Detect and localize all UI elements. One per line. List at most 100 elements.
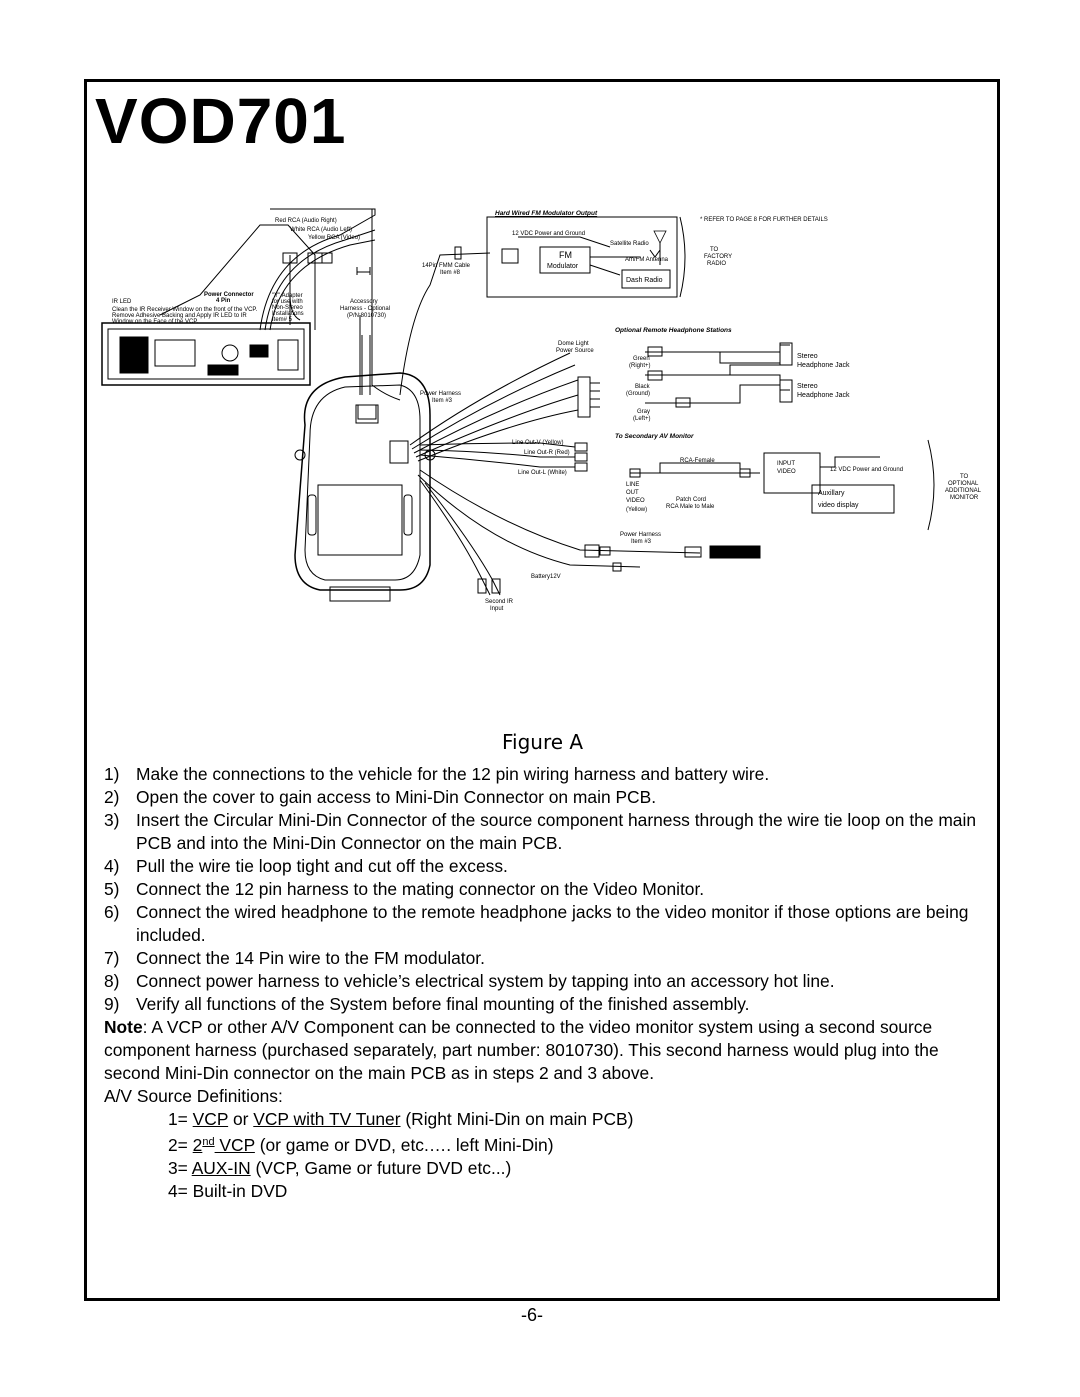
step-number: 4)	[104, 856, 120, 876]
y-adapter-label: "Y" Adapter	[272, 293, 303, 299]
definition-prefix: 2=	[168, 1135, 193, 1155]
step-item: 8)Connect power harness to vehicle’s ele…	[104, 970, 994, 993]
definition-2: 2= 2nd VCP (or game or DVD, etc.…. left …	[104, 1131, 994, 1157]
fmm-cable-item: Item #8	[440, 270, 461, 276]
wiring-diagram: Red RCA (Audio Right) White RCA (Audio L…	[100, 195, 1000, 625]
ir-note-2: Remove Adhesive Backing and Apply IR LED…	[112, 313, 247, 319]
headphone-jack-label-1: Headphone Jack	[797, 362, 850, 369]
fmm-cable-connector	[454, 246, 462, 260]
fmm-cable-label: 14Pin FMM Cable	[422, 263, 471, 269]
gray-left-1: Gray	[637, 409, 650, 415]
page-title: VOD701	[95, 85, 347, 157]
dome-light-2: Power Source	[556, 348, 594, 354]
to-factory-3: RADIO	[707, 261, 726, 267]
accessory-harness-label-2: Harness - Optional	[340, 306, 390, 312]
note-text: : A VCP or other A/V Component can be co…	[104, 1017, 939, 1083]
step-number: 7)	[104, 948, 120, 968]
fm-modulator-label-2: Modulator	[547, 263, 579, 270]
note-paragraph: Note: A VCP or other A/V Component can b…	[104, 1016, 994, 1085]
step-number: 8)	[104, 971, 120, 991]
step-number: 1)	[104, 764, 120, 784]
battery-wiring	[417, 469, 761, 596]
power-harness-label-2: Power Harness	[620, 532, 661, 538]
to-optional-3: ADDITIONAL	[945, 488, 982, 494]
accessory-harness-label: Accessory	[350, 299, 378, 305]
to-factory-2: FACTORY	[704, 254, 732, 260]
battery-label: Battery12V	[531, 574, 561, 580]
video-monitor	[294, 372, 436, 602]
to-factory-1: TO	[710, 247, 719, 253]
step-item: 2)Open the cover to gain access to Mini-…	[104, 786, 994, 809]
refer-note: * REFER TO PAGE 8 FOR FURTHER DETAILS	[700, 217, 828, 223]
yellow-rca-label: Yellow RCA (Video)	[308, 235, 360, 241]
step-item: 1) Make the connections to the vehicle fo…	[104, 763, 994, 786]
black-ground-1: Black	[635, 384, 651, 390]
second-ir-1: Second IR	[485, 599, 514, 605]
line-out-yellow-label: Line Out-V (Yellow)	[512, 440, 563, 446]
auxiliary-label: Auxillary	[818, 490, 845, 497]
patch-cord-1: Patch Cord	[676, 497, 706, 503]
step-text: Connect the 12 pin harness to the mating…	[136, 879, 705, 899]
headphone-wiring	[645, 342, 793, 408]
line-out-label-2: OUT	[626, 490, 639, 496]
definition-term: VCP	[214, 1135, 255, 1155]
input-video-1: INPUT	[777, 461, 795, 467]
satellite-radio-label: Satellite Radio	[610, 241, 649, 247]
definition-term: VCP with TV Tuner	[253, 1109, 401, 1129]
instructions: 1) Make the connections to the vehicle fo…	[104, 763, 994, 1203]
power-harness-wires	[409, 352, 600, 462]
definition-text: (or game or DVD, etc.…. left Mini-Din)	[254, 1135, 554, 1155]
step-item: 6) Connect the wired headphone to the rem…	[104, 901, 994, 947]
step-text: Insert the Circular Mini-Din Connector o…	[136, 810, 977, 853]
vdc-power-ground-2: 12 VDC Power and Ground	[830, 467, 903, 473]
stereo-label-2: Stereo	[797, 383, 818, 390]
input-video-2: VIDEO	[777, 469, 796, 475]
second-ir-2: Input	[490, 606, 504, 612]
to-optional-2: OPTIONAL	[948, 481, 979, 487]
step-item: 7)Connect the 14 Pin wire to the FM modu…	[104, 947, 994, 970]
vcp-cables	[159, 208, 401, 401]
definition-text: (Right Mini-Din on main PCB)	[400, 1109, 634, 1129]
green-right-2: (Right+)	[629, 363, 651, 369]
definition-term: VCP	[192, 1109, 229, 1129]
auxiliary-display-box	[811, 484, 895, 514]
definition-3: 3= AUX-IN (VCP, Game or future DVD etc..…	[104, 1157, 994, 1180]
step-item: 5)Connect the 12 pin harness to the mati…	[104, 878, 994, 901]
step-text: Open the cover to gain access to Mini-Di…	[136, 787, 657, 807]
step-item: 3) Insert the Circular Mini-Din Connector…	[104, 809, 994, 855]
ir-note-3: Window on the Face of the VCP.	[112, 319, 199, 325]
step-text: Connect the wired headphone to the remot…	[136, 902, 969, 945]
definition-term: AUX-IN	[191, 1158, 251, 1178]
rca-female-label: RCA-Female	[680, 458, 715, 464]
definition-superscript: nd	[202, 1136, 215, 1148]
figure-caption: Figure A	[502, 730, 584, 754]
definition-1: 1= VCP or VCP with TV Tuner (Right Mini-…	[104, 1108, 994, 1131]
vdc-power-ground-label: 12 VDC Power and Ground	[512, 231, 585, 237]
definitions-label: A/V Source Definitions:	[104, 1086, 283, 1106]
step-item: 9)Verify all functions of the System bef…	[104, 993, 994, 1016]
step-number: 3)	[104, 810, 120, 830]
definition-term: 2	[192, 1135, 203, 1155]
fm-module-plug	[501, 248, 519, 264]
y-adapter-label-4: Installations	[272, 311, 304, 317]
black-ground-2: (Ground)	[626, 391, 650, 397]
definition-text: or	[228, 1109, 254, 1129]
note-label: Note	[104, 1017, 143, 1037]
y-adapter-label-2: for use with	[272, 299, 303, 305]
step-number: 6)	[104, 902, 120, 922]
dash-radio-label: Dash Radio	[626, 277, 663, 284]
fm-output-title: Hard Wired FM Modulator Output	[495, 210, 598, 217]
accessory-harness-label-3: (P/N:8010730)	[347, 313, 386, 319]
step-text: Make the connections to the vehicle for …	[136, 764, 770, 784]
power-harness-item-1: Item #3	[432, 398, 453, 404]
line-out-red-label: Line Out-R (Red)	[524, 450, 570, 456]
definition-4: 4= Built-in DVD	[168, 1181, 288, 1201]
fm-modulator-block	[486, 216, 678, 298]
fmm-cable	[399, 252, 491, 396]
line-out-label-1: LINE	[626, 482, 639, 488]
factory-radio-brace	[679, 216, 686, 298]
page-number: -6-	[521, 1305, 543, 1325]
headphone-stations-title: Optional Remote Headphone Stations	[615, 327, 732, 334]
step-text: Verify all functions of the System befor…	[136, 994, 750, 1014]
am-fm-antenna-label: Am/FM Antenna	[625, 257, 669, 263]
